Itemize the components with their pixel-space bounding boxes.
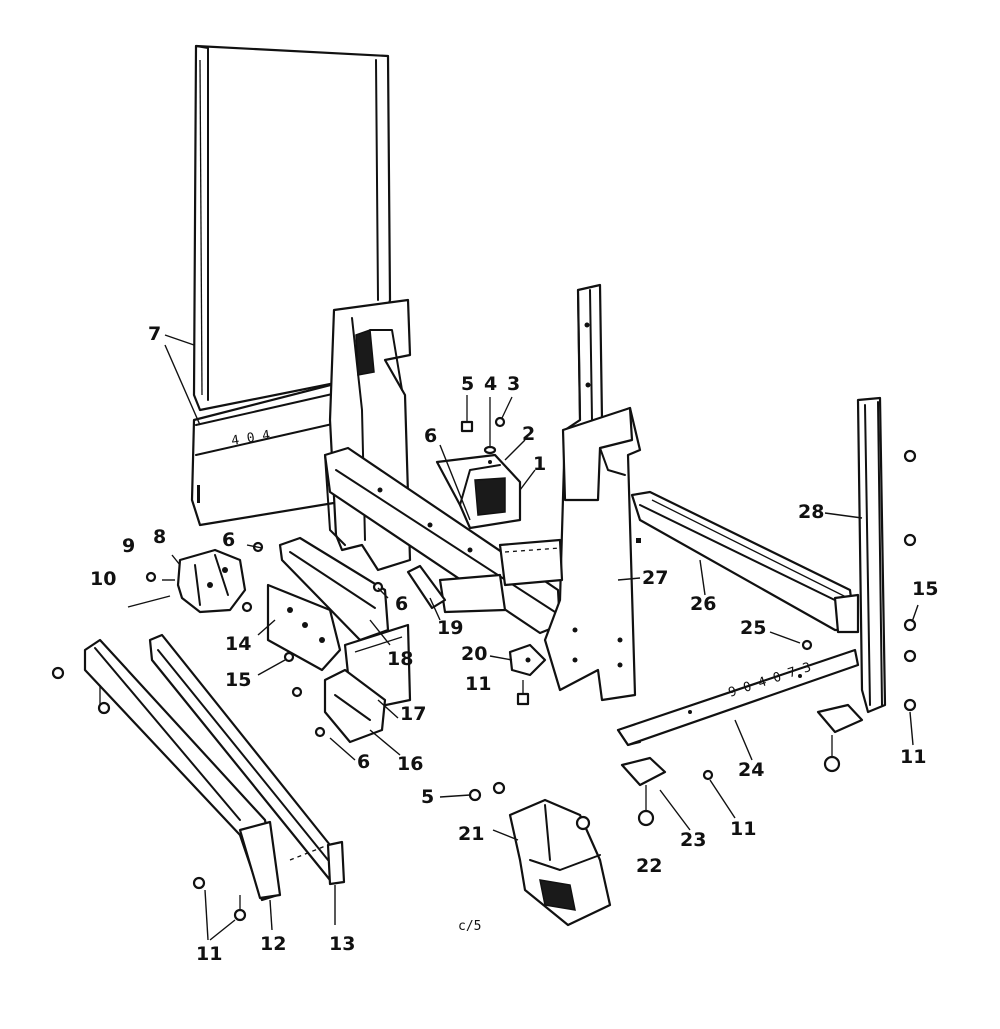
loose-screws xyxy=(51,449,917,922)
callout-17: 17 xyxy=(400,703,426,725)
part-28-side-rail xyxy=(856,396,887,714)
rear-channel xyxy=(438,538,564,614)
callout-19: 19 xyxy=(437,617,463,639)
callout-6: 6 xyxy=(357,751,370,773)
callout-11: 11 xyxy=(900,746,926,768)
callout-6: 6 xyxy=(424,425,437,447)
callout-21: 21 xyxy=(458,823,484,845)
callout-14: 14 xyxy=(225,633,251,655)
screws-5-4-3 xyxy=(460,395,513,455)
callout-13: 13 xyxy=(329,933,355,955)
callout-27: 27 xyxy=(642,567,668,589)
callout-11: 11 xyxy=(196,943,222,965)
part-24-rail: 9 0 4 0 7 3 xyxy=(616,648,860,747)
callout-15: 15 xyxy=(912,578,938,600)
callout-15: 15 xyxy=(225,669,251,691)
part-23-clip xyxy=(620,756,667,827)
callout-9: 9 xyxy=(122,535,135,557)
part-12-rail xyxy=(83,638,282,902)
part-21-latch xyxy=(508,798,612,927)
callout-25: 25 xyxy=(740,617,766,639)
callout-5: 5 xyxy=(421,786,434,808)
callout-6: 6 xyxy=(222,529,235,551)
part-13-rail xyxy=(148,633,346,886)
callout-labels: 7 5 4 3 2 1 6 6 6 6 9 8 10 14 15 18 19 1… xyxy=(90,323,938,965)
panel-marking: 4 0 4 xyxy=(230,428,271,449)
part-18-bracket xyxy=(278,536,390,642)
leader-lines xyxy=(162,334,919,941)
callout-12: 12 xyxy=(260,933,286,955)
callout-16: 16 xyxy=(397,753,423,775)
callout-11: 11 xyxy=(730,818,756,840)
callout-7: 7 xyxy=(148,323,161,345)
part-1-bracket xyxy=(435,453,522,530)
part-14-block xyxy=(266,583,342,672)
part-8-valve xyxy=(127,548,247,614)
callout-20: 20 xyxy=(461,643,487,665)
part-16-clip xyxy=(323,668,387,744)
callout-18: 18 xyxy=(387,648,413,670)
callout-4: 4 xyxy=(484,373,497,395)
figure-code: c/5 xyxy=(458,919,481,934)
part-26-rail xyxy=(630,490,860,634)
callout-5: 5 xyxy=(461,373,474,395)
part-27-right-frame xyxy=(543,283,642,702)
callout-10: 10 xyxy=(90,568,116,590)
callout-26: 26 xyxy=(690,593,716,615)
part-7-panel: 4 0 4 xyxy=(190,44,392,527)
callout-11: 11 xyxy=(465,673,491,695)
part-20-clip xyxy=(508,643,547,706)
callout-6: 6 xyxy=(395,593,408,615)
callout-8: 8 xyxy=(153,526,166,548)
callout-23: 23 xyxy=(680,829,706,851)
callout-24: 24 xyxy=(738,759,764,781)
callout-22: 22 xyxy=(636,855,662,877)
callout-3: 3 xyxy=(507,373,520,395)
callout-28: 28 xyxy=(798,501,824,523)
callout-1: 1 xyxy=(533,453,546,475)
part-11-clip-right xyxy=(816,703,864,773)
callout-2: 2 xyxy=(522,423,535,445)
part-19-latch xyxy=(406,564,447,610)
